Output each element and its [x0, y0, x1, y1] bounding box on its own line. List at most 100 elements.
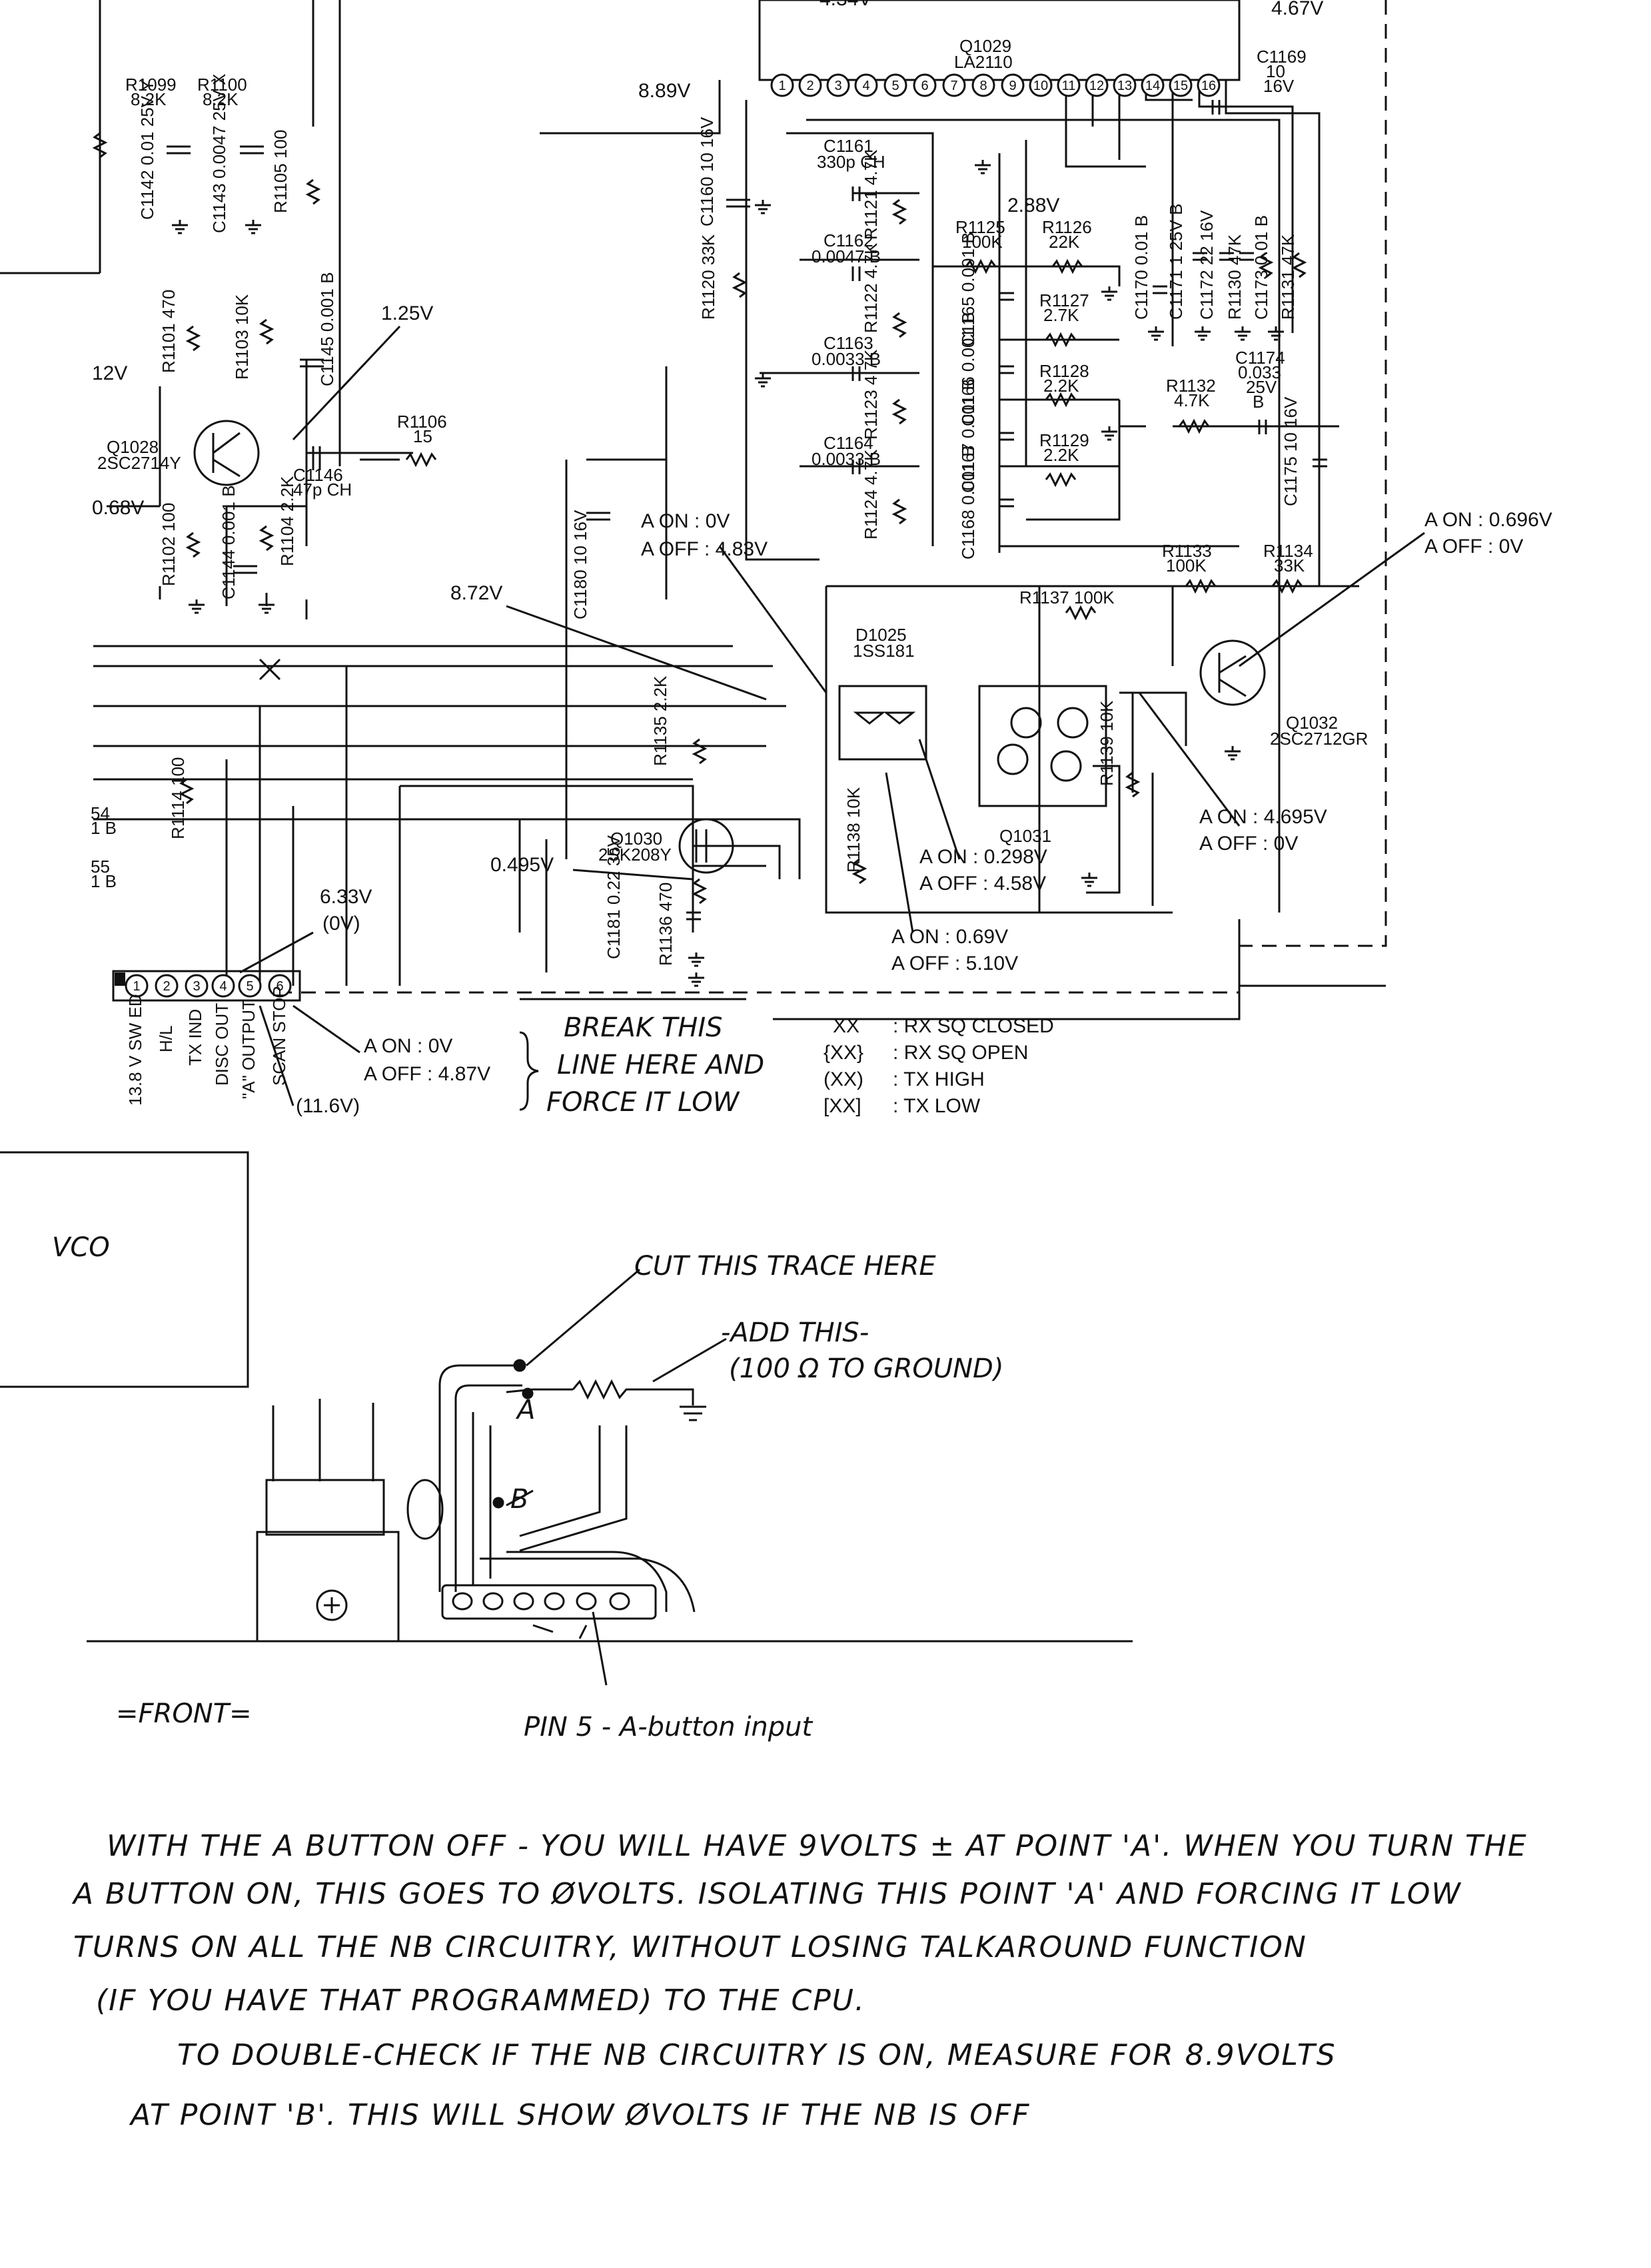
component-labels: R1099 8.2K R1100 8.2K C1142 0.01 25V Y C… — [91, 47, 1368, 966]
c1169-value: 10 — [1266, 61, 1285, 81]
paragraph-line-6: AT POINT 'B'. THIS WILL SHOW ØVOLTS IF T… — [129, 2098, 1030, 2132]
c1165-label: C1165 0.001 B — [958, 232, 978, 346]
c1168-label: C1168 0.001 B — [958, 445, 978, 560]
state-q1031-off: A OFF : 4.58V — [919, 873, 1046, 895]
r1137-label: R1137 100K — [1019, 587, 1115, 607]
c1169-ref: C1169 — [1257, 47, 1307, 67]
state-d1025-on: A ON : 0.69V — [891, 926, 1008, 948]
c1171-label: C1171 1 25V B — [1166, 204, 1186, 320]
c1181-label: C1181 0.22 35V — [604, 835, 624, 959]
voltage-12v: 12V — [92, 362, 127, 384]
legend-code-4: [XX] — [824, 1095, 861, 1117]
c1161-ref: C1161 — [824, 136, 873, 156]
c1145-label: C1145 0.001 B — [317, 272, 337, 386]
c1169-voltage: 16V — [1263, 76, 1295, 96]
r1100-ref: R1100 — [197, 75, 247, 95]
c1144-label: C1144 0.001 B — [219, 485, 239, 599]
c1162-ref: C1162 — [824, 230, 873, 250]
ic-pin-12: 12 — [1089, 79, 1104, 93]
legend-code-3: (XX) — [824, 1068, 863, 1090]
c1163-ref: C1163 — [824, 333, 873, 353]
state-q1032-on: A ON : 0.696V — [1424, 509, 1552, 531]
r1132-ref: R1132 — [1166, 376, 1216, 396]
r1134-ref: R1134 — [1263, 541, 1313, 561]
r1114-label: R1114 100 — [168, 757, 188, 839]
connector-pin-5: 5 — [246, 979, 253, 994]
r1139-label: R1139 10K — [1097, 700, 1117, 786]
ic-ref-label: Q1029 — [959, 36, 1011, 56]
ic-supply-right: 4.67V — [1271, 0, 1323, 19]
state-q1032-c-on: A ON : 4.695V — [1199, 806, 1327, 828]
connector-label-2: H/L — [156, 1026, 176, 1052]
r1129-value: 2.2K — [1043, 445, 1079, 465]
ic-pin-numbers: 1 2 3 4 5 6 7 8 9 10 11 12 13 14 15 16 — [778, 79, 1216, 93]
r1133-ref: R1133 — [1162, 541, 1212, 561]
connector-label-4: DISC OUT — [212, 1003, 232, 1086]
c1166-label: C1166 0.001 B — [958, 312, 978, 426]
vco-block: VCO — [0, 1151, 249, 1388]
ic-pin-16: 16 — [1201, 79, 1216, 93]
c1172-label: C1172 22 16V — [1197, 210, 1217, 320]
c1146-value: 47p CH — [293, 480, 352, 500]
break-note: BREAK THIS LINE HERE AND FORCE IT LOW — [519, 1012, 764, 1118]
c1143-label: C1143 0.0047 25V X — [209, 74, 229, 233]
connector-pin-1: 1 — [133, 979, 140, 994]
r1100-value: 8.2K — [203, 89, 239, 109]
point-a-label: A — [515, 1395, 535, 1425]
ic-pin-3: 3 — [834, 79, 841, 93]
voltage-0v: (0V) — [322, 913, 360, 935]
ic-pin-circles — [770, 73, 1221, 97]
voltage-annotations: 8.89V 2.88V 1.25V 12V 0.68V 8.72V 0.495V… — [92, 80, 1552, 1117]
paragraph-line-4: (IF YOU HAVE THAT PROGRAMMED) TO THE CPU… — [96, 1984, 865, 2018]
connector-pin-4: 4 — [219, 979, 227, 994]
break-note-line-1: BREAK THIS — [564, 1012, 723, 1043]
add-resistor-value: (100 Ω TO GROUND) — [729, 1353, 1003, 1384]
r1128-ref: R1128 — [1039, 361, 1089, 381]
j55-value: 1 B — [91, 871, 117, 891]
r1130-label: R1130 47K — [1225, 234, 1245, 320]
r1122-label: R1122 4.7K — [861, 242, 881, 333]
break-note-line-2: LINE HERE AND — [557, 1050, 764, 1080]
connector-strip: 1 2 3 4 5 6 13.8 V SW ED H/L TX IND DISC… — [112, 970, 301, 1106]
j54-value: 1 B — [91, 818, 117, 838]
q1030-ref: Q1030 — [610, 829, 662, 849]
r1105-label: R1105 100 — [271, 130, 290, 213]
r1104-label: R1104 2.2K — [277, 476, 297, 566]
r1127-ref: R1127 — [1039, 290, 1089, 310]
c1174-value: 0.033 — [1238, 362, 1281, 382]
dashed-boundary — [280, 0, 1387, 994]
r1120-label: R1120 33K — [698, 234, 718, 320]
r1106-value: 15 — [413, 426, 432, 446]
voltage-1-25v: 1.25V — [381, 302, 433, 324]
r1129-ref: R1129 — [1039, 430, 1089, 450]
paragraph-line-1: WITH THE A BUTTON OFF - YOU WILL HAVE 9V… — [107, 1829, 1528, 1863]
state-pin5-off: A OFF : 4.87V — [364, 1063, 490, 1085]
front-label: =FRONT= — [116, 1699, 252, 1729]
c1180-label: C1180 10 16V — [570, 510, 590, 619]
explanation-paragraph: WITH THE A BUTTON OFF - YOU WILL HAVE 9V… — [71, 1829, 1528, 2132]
r1125-value: 100K — [962, 232, 1003, 252]
q1031-ref: Q1031 — [999, 826, 1051, 846]
r1121-label: R1121 4.7K — [861, 149, 881, 240]
state-c1180-off: A OFF : 4.83V — [641, 538, 768, 560]
voltage-11-6v: (11.6V) — [296, 1095, 360, 1117]
voltage-6-33v: 6.33V — [320, 886, 372, 908]
pin5-note: PIN 5 - A-button input — [524, 1712, 814, 1742]
c1162-value: 0.0047 B — [812, 246, 881, 266]
cut-trace-note: CUT THIS TRACE HERE — [634, 1251, 936, 1282]
state-q1032-off: A OFF : 0V — [1424, 536, 1523, 558]
state-legend: XX : RX SQ CLOSED {XX} : RX SQ OPEN (XX)… — [824, 1015, 1054, 1117]
connector-label-5: "A" OUTPUT — [239, 999, 259, 1099]
ic-pin-15: 15 — [1173, 79, 1188, 93]
r1103-label: R1103 10K — [232, 294, 252, 380]
r1136-label: R1136 470 — [656, 883, 676, 966]
q1028-ref: Q1028 — [107, 437, 159, 457]
ic-pin-1: 1 — [778, 79, 786, 93]
voltage-0-495v: 0.495V — [490, 854, 554, 876]
legend-code-2: {XX} — [824, 1042, 863, 1064]
r1127-value: 2.7K — [1043, 305, 1079, 325]
r1131-label: R1131 47K — [1278, 234, 1298, 320]
r1102-label: R1102 100 — [159, 503, 179, 586]
state-d1025-off: A OFF : 5.10V — [891, 952, 1018, 974]
